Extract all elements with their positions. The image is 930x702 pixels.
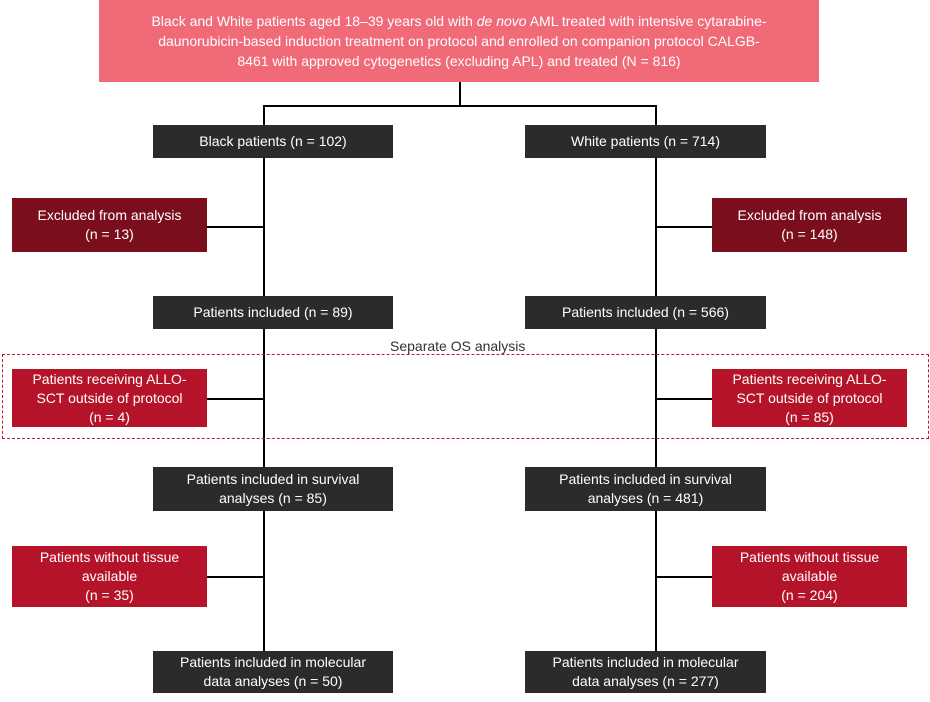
black-patients-box: Black patients (n = 102) [153,125,393,158]
white-included-box: Patients included (n = 566) [525,296,766,329]
top-line-1: Black and White patients aged 18–39 year… [151,13,767,29]
connector-black-drop [263,105,265,125]
black-excluded-box: Excluded from analysis(n = 13) [12,198,207,252]
white-allo-sct-box: Patients receiving ALLO-SCT outside of p… [712,369,907,427]
connector-black-no-tissue [207,576,264,578]
connector-white-no-tissue [656,576,712,578]
top-population-box: Black and White patients aged 18–39 year… [99,0,819,82]
connector-top-vertical [459,82,461,106]
separate-os-analysis-label: Separate OS analysis [388,338,528,354]
connector-white-allo [656,398,712,400]
top-line-2: daunorubicin-based induction treatment o… [158,33,760,49]
connector-top-horizontal [263,105,657,107]
white-excluded-box: Excluded from analysis(n = 148) [712,198,907,252]
separate-os-analysis-region [2,354,929,439]
black-allo-sct-box: Patients receiving ALLO-SCT outside of p… [12,369,207,427]
white-patients-box: White patients (n = 714) [525,125,766,158]
connector-black-excluded [207,226,264,228]
top-line-3: 8461 with approved cytogenetics (excludi… [237,53,681,69]
connector-white-excluded [656,226,712,228]
connector-black-allo [207,398,264,400]
connector-white-spine [655,158,657,652]
black-included-box: Patients included (n = 89) [153,296,393,329]
connector-black-spine [263,158,265,652]
connector-white-drop [655,105,657,125]
